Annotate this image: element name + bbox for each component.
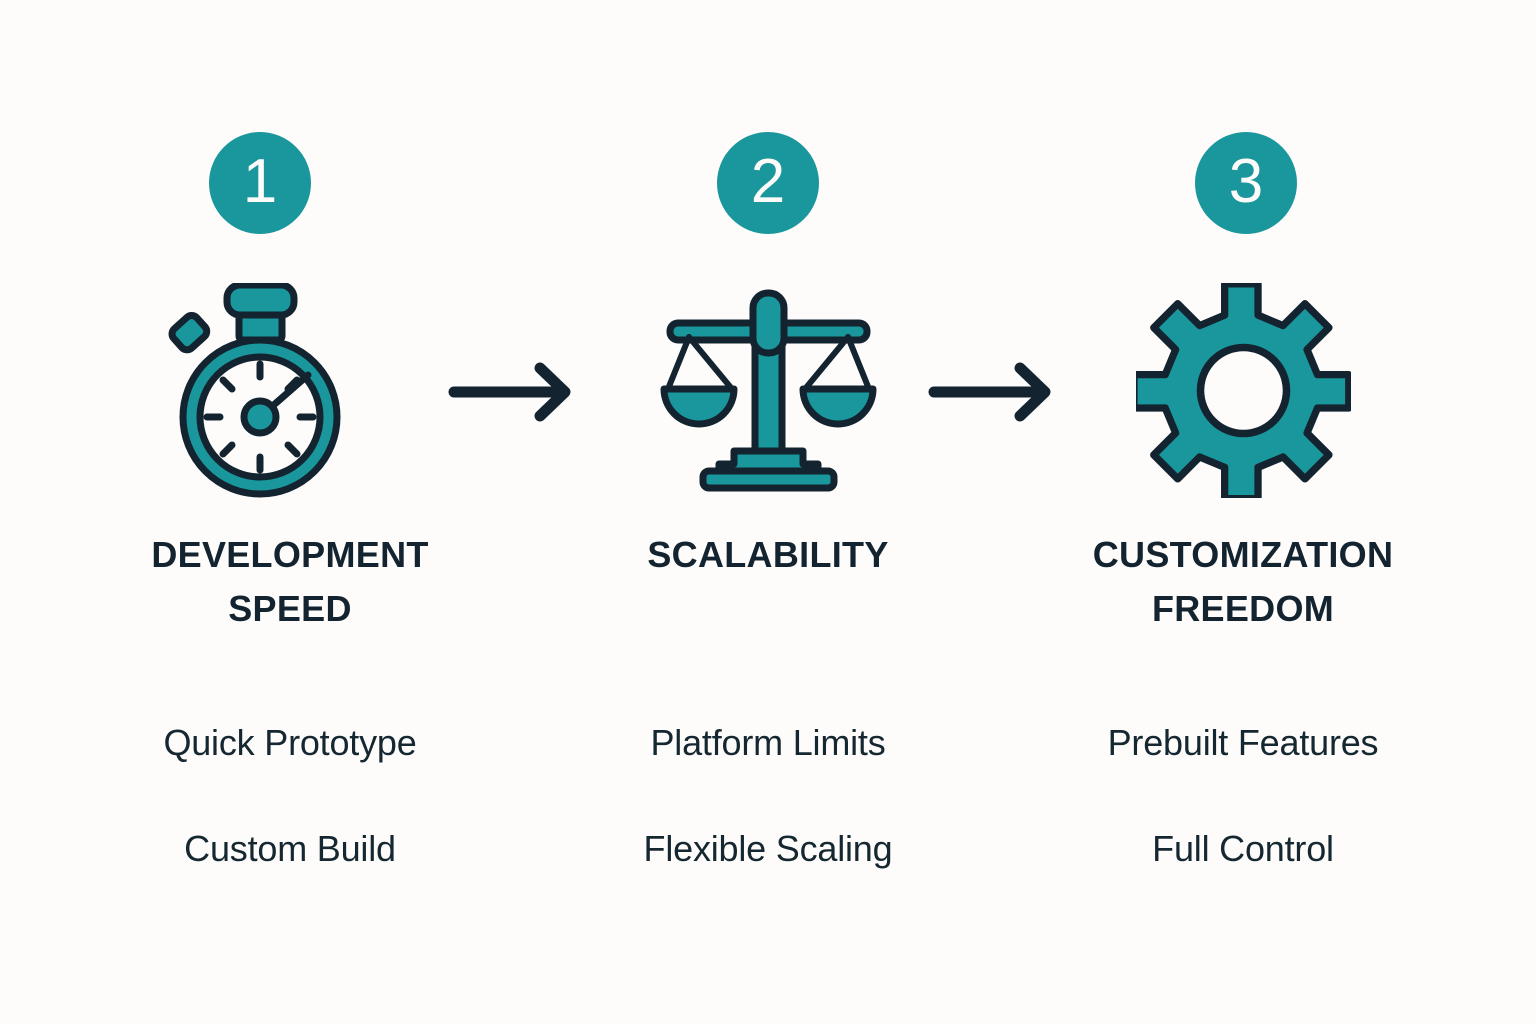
step-number-label-1: 1 (242, 146, 278, 216)
step-title-line-1: SCALABILITY (647, 534, 889, 575)
step-title-line-1: DEVELOPMENT (151, 534, 429, 575)
stopwatch-icon (145, 280, 375, 500)
arrow-right-icon (928, 362, 1068, 422)
step-items-2: Platform Limits Flexible Scaling (558, 690, 978, 902)
step-item: Custom Build (184, 828, 396, 869)
step-title-line-2: SPEED (228, 588, 352, 629)
step-number-badge-1: 1 (209, 132, 311, 234)
step-number-badge-2: 2 (717, 132, 819, 234)
step-item: Full Control (1152, 828, 1334, 869)
step-number-badge-3: 3 (1195, 132, 1297, 234)
gear-icon (1128, 280, 1358, 500)
step-number-label-2: 2 (750, 146, 786, 216)
step-item: Prebuilt Features (1107, 722, 1379, 763)
balance-scale-icon (653, 280, 883, 500)
step-item: Platform Limits (650, 722, 886, 763)
step-item: Flexible Scaling (643, 828, 893, 869)
step-column-1: 1 (80, 0, 500, 1024)
step-title-3: CUSTOMIZATION FREEDOM (1033, 528, 1453, 636)
step-column-2: 2 (558, 0, 978, 1024)
step-items-1: Quick Prototype Custom Build (80, 690, 500, 902)
step-item: Quick Prototype (163, 722, 417, 763)
step-column-3: 3 CUSTOMIZATION FREEDOM Prebuilt Feature… (1033, 0, 1453, 1024)
step-title-line-1: CUSTOMIZATION (1092, 534, 1394, 575)
step-title-2: SCALABILITY (558, 528, 978, 582)
step-title-line-2: FREEDOM (1151, 588, 1335, 629)
arrow-right-icon (448, 362, 588, 422)
step-title-1: DEVELOPMENT SPEED (80, 528, 500, 636)
step-items-3: Prebuilt Features Full Control (1033, 690, 1453, 902)
step-number-label-3: 3 (1228, 146, 1264, 216)
